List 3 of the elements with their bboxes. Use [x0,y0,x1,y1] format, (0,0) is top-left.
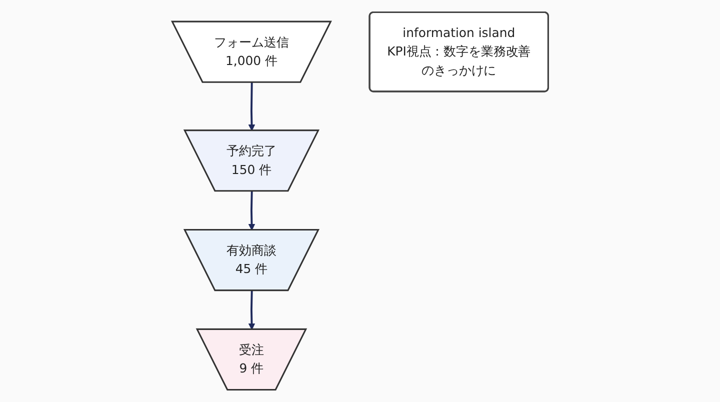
arrow [248,82,255,131]
arrow [248,290,255,330]
arrow [248,191,255,230]
